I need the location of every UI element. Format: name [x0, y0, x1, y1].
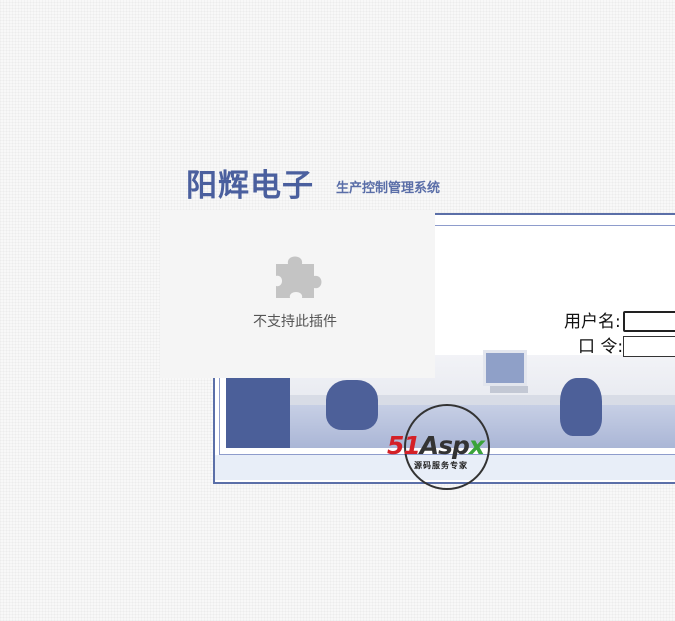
office-desk: [290, 395, 675, 405]
watermark-logo: 51Aspx: [387, 431, 485, 460]
monitor-image: [483, 350, 527, 386]
keyboard-image: [490, 386, 528, 393]
system-subtitle: 生产控制管理系统: [336, 181, 441, 196]
plugin-placeholder[interactable]: [160, 210, 435, 378]
watermark-circle: [404, 404, 490, 490]
watermark-logo-asp: Asp: [419, 431, 470, 460]
puzzle-icon: [276, 256, 322, 298]
watermark-logo-x: x: [468, 431, 485, 460]
watermark-logo-51: 51: [387, 431, 421, 460]
plugin-unsupported-message: 不支持此插件: [253, 314, 337, 330]
password-input[interactable]: [623, 336, 675, 357]
password-label: 口 令:: [578, 337, 624, 357]
watermark-tagline: 源码服务专家: [414, 461, 468, 470]
company-logo-title: 阳辉电子: [186, 168, 314, 204]
username-label: 用户名:: [564, 312, 621, 332]
chair-right-image: [560, 378, 602, 436]
chair-left-image: [326, 380, 378, 430]
username-input[interactable]: [623, 311, 675, 332]
